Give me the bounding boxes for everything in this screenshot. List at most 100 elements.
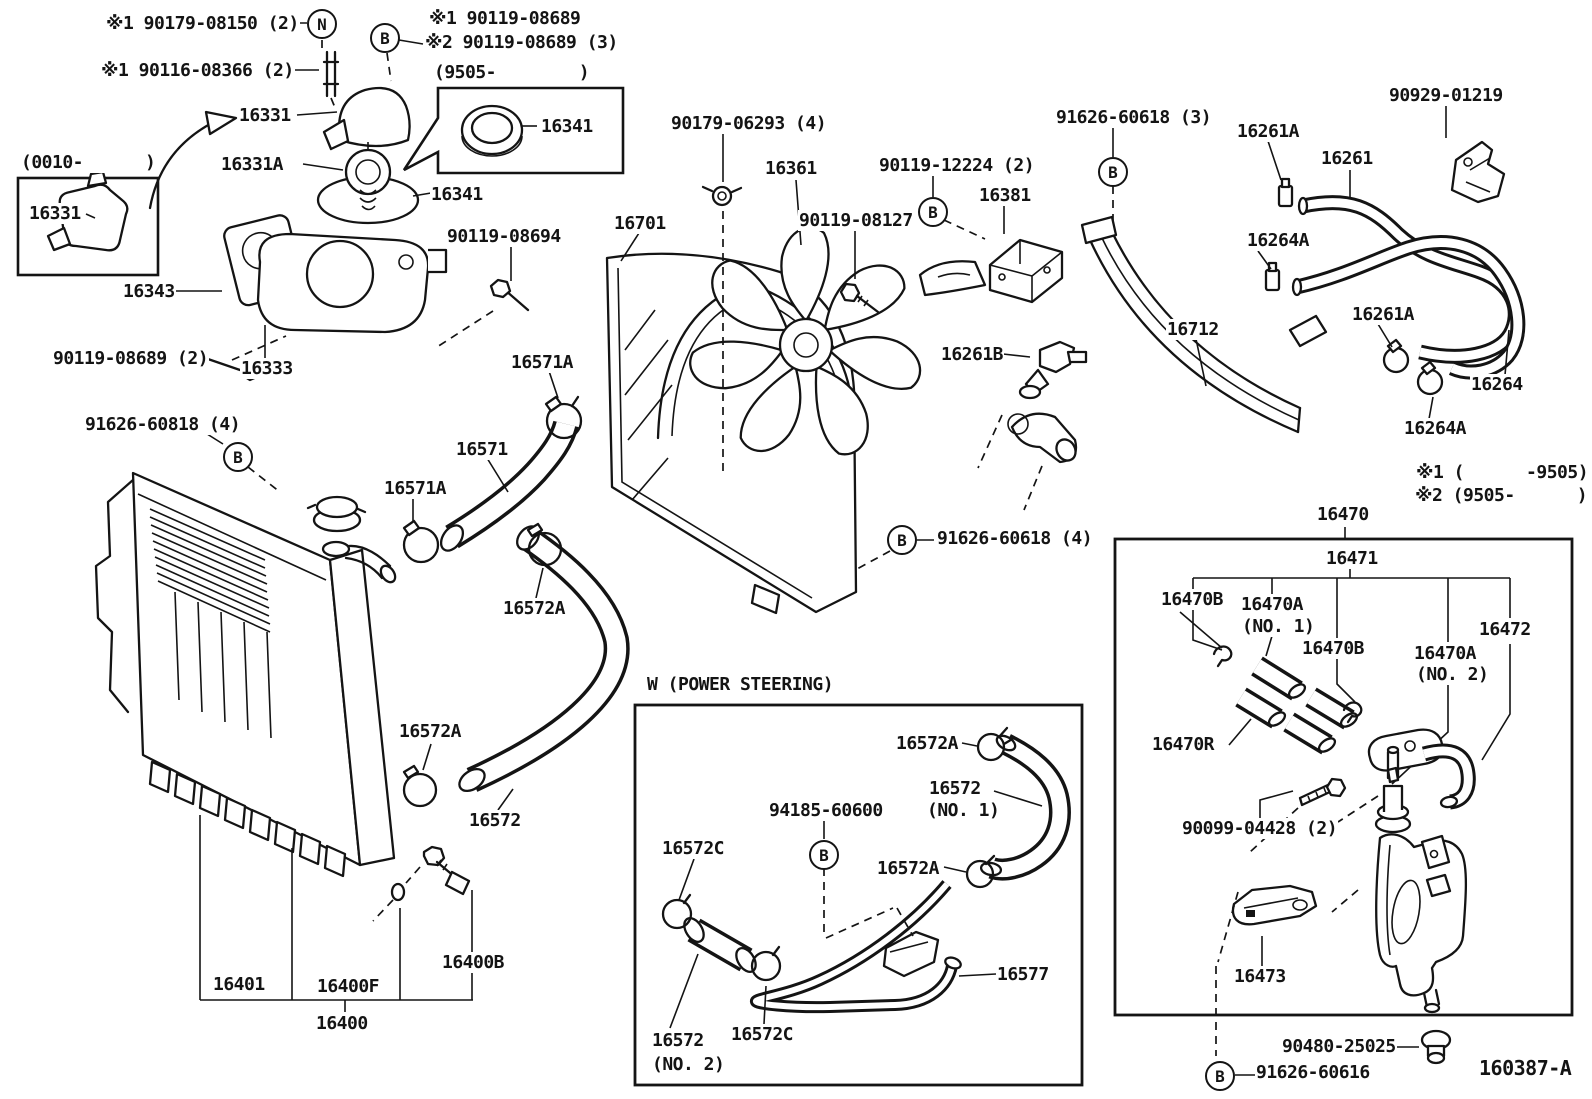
part-label-ps-16572-1: 16572: [928, 778, 982, 799]
fastener-label-90119-08127: 90119-08127: [798, 210, 914, 231]
water-outlet-16331: [337, 86, 411, 148]
thermostat-16331a: [344, 148, 392, 196]
fastener-label-90929-01219: 90929-01219: [1388, 85, 1504, 106]
thermostat-cluster-drawing: [148, 40, 530, 382]
part-label-16341: 16341: [430, 184, 484, 205]
part-label-16381: 16381: [978, 185, 1032, 206]
part-label-16331-inset: 16331: [28, 203, 82, 224]
fastener-label-90099-04428: 90099-04428 (2): [1181, 818, 1339, 839]
fastener-label-90119-08689-2: 90119-08689 (2): [52, 348, 210, 369]
part-label-16470a-1-no: (NO. 1): [1241, 616, 1316, 637]
note-applicability-2: ※2 (9505- ): [1414, 485, 1589, 506]
part-label-ps-16572a-1: 16572A: [895, 733, 960, 754]
part-label-16400f: 16400F: [316, 976, 381, 997]
fastener-label-90179-06293: 90179-06293 (4): [670, 113, 828, 134]
caption-power-steering: W (POWER STEERING): [646, 674, 835, 695]
fastener-label-90480-25025: 90480-25025: [1281, 1036, 1397, 1057]
fastener-label-90119-08694: 90119-08694: [446, 226, 562, 247]
part-label-16401: 16401: [212, 974, 266, 995]
callout-letter-b-2: B: [223, 442, 253, 472]
part-label-16473: 16473: [1233, 966, 1287, 987]
part-label-16333: 16333: [240, 358, 294, 379]
part-label-16331: 16331: [238, 105, 292, 126]
fan-16361: [689, 185, 922, 477]
note-applicability-1: ※1 ( -9505): [1415, 462, 1590, 483]
part-label-ps-16572-2: 16572: [651, 1030, 705, 1051]
clamp-16261a-2: [1382, 338, 1410, 374]
part-label-16577: 16577: [996, 964, 1050, 985]
part-label-ps-16572a-2: 16572A: [876, 858, 941, 879]
clamp-16264a-2: [1416, 360, 1444, 396]
clamp-16572a-ps-bottom: [965, 854, 996, 889]
part-label-16400b: 16400B: [441, 952, 506, 973]
assembly-bracket-16400: [199, 815, 473, 1012]
overflow-pipes: [1235, 656, 1359, 755]
part-label-ps-16572c-1: 16572C: [661, 838, 726, 859]
reserve-tank-box: [1113, 527, 1574, 1056]
fastener-label-91626-60618-4: 91626-60618 (4): [936, 528, 1094, 549]
radiator-drawing: [94, 471, 473, 1012]
part-label-16470b-2: 16470B: [1301, 638, 1366, 659]
part-label-16471: 16471: [1325, 548, 1379, 569]
bracket-16381-drawing: [918, 219, 1064, 304]
part-label-16331a: 16331A: [220, 154, 285, 175]
hose-clamp-16572a-2: [402, 764, 438, 808]
part-label-16361: 16361: [764, 158, 818, 179]
callout-letter-n: N: [307, 9, 337, 39]
part-label-16701: 16701: [613, 213, 667, 234]
fastener-label-94185-60600: 94185-60600: [768, 800, 884, 821]
callout-letter-b-1: B: [370, 23, 400, 53]
part-label-16571a-2: 16571A: [383, 478, 448, 499]
callout-letter-b-3: B: [887, 525, 917, 555]
hose-clamp-16571a-top: [544, 395, 583, 440]
reserve-tank-16470: [1374, 745, 1468, 1014]
fastener-label-90119-12224: 90119-12224 (2): [878, 155, 1036, 176]
bracket-90929-01219: [1450, 140, 1506, 204]
radiator-side-bracket: [94, 478, 135, 714]
part-label-16470a-1: 16470A: [1240, 594, 1305, 615]
part-label-16261a-1: 16261A: [1236, 121, 1301, 142]
callout-letter-b-5: B: [1098, 157, 1128, 187]
bolt-90099-04428: [1298, 777, 1347, 807]
drain-sensor-16400b: [422, 845, 471, 896]
lower-hose-16572: [402, 522, 630, 808]
upper-hose-16571: [402, 395, 583, 564]
part-label-ps-16572c-2: 16572C: [730, 1024, 795, 1045]
fastener-label-91626-60818: 91626-60818 (4): [84, 414, 242, 435]
part-label-16571a-1: 16571A: [510, 352, 575, 373]
diagram-code: 160387-A: [1478, 1056, 1573, 1080]
inset-box-9505: [402, 86, 625, 175]
part-label-16264a-1: 16264A: [1246, 230, 1311, 251]
bolt-90119-08689: [203, 356, 242, 372]
filler-neck: [321, 540, 351, 558]
radiator-fins: [149, 508, 272, 739]
part-label-16341-inset: 16341: [540, 116, 594, 137]
joint-16261b-drawing: [977, 340, 1088, 511]
part-label-16470r: 16470R: [1151, 734, 1216, 755]
hose-16472: [1421, 743, 1476, 810]
part-label-ps-16572-1-no: (NO. 1): [926, 800, 1001, 821]
clip-16264a-left: [1264, 261, 1281, 292]
lower-shroud-16712: [1080, 186, 1328, 434]
radiator-bottom-tabs: [148, 760, 347, 878]
plug-90480-25025: [1420, 1029, 1452, 1065]
fastener-label-91626-60618-3: 91626-60618 (3): [1055, 107, 1213, 128]
arrow-icon: [204, 110, 238, 136]
part-label-16571: 16571: [455, 439, 509, 460]
part-label-16470a-2-no: (NO. 2): [1415, 664, 1490, 685]
hose-clamp-16572a-1: [526, 522, 563, 567]
hose-clamp-16571a-left: [402, 519, 440, 564]
part-label-16472: 16472: [1478, 619, 1532, 640]
label-tree-16471: [1192, 527, 1511, 785]
part-label-16261b: 16261B: [940, 344, 1005, 365]
clip-16470b-2: [1342, 701, 1363, 724]
caption-inset-9505: (9505- ): [433, 62, 591, 83]
part-label-16264: 16264: [1470, 374, 1524, 395]
fastener-label-91626-60616: 91626-60616: [1255, 1062, 1371, 1083]
clip-16261a-top: [1277, 177, 1294, 208]
part-label-16264a-2: 16264A: [1403, 418, 1468, 439]
clip-16470b-1: [1212, 645, 1233, 668]
radiator-outlet-pipe: [344, 544, 397, 584]
